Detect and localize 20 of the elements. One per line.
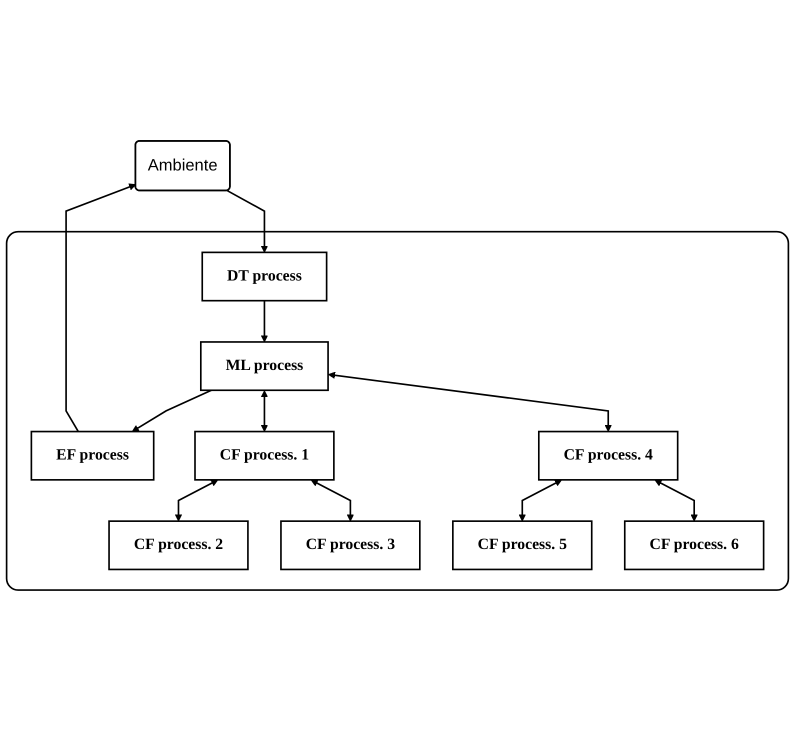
arrow xyxy=(226,190,268,253)
arrow xyxy=(518,480,562,522)
arrow xyxy=(260,390,268,432)
arrow xyxy=(260,300,268,342)
arrow xyxy=(174,480,218,522)
cluster xyxy=(6,230,790,591)
node-box: CF process. 5 xyxy=(452,520,593,570)
arrow xyxy=(65,183,136,432)
node-box: EF process xyxy=(30,430,155,481)
node-box: ML process xyxy=(200,341,329,392)
node-box: DT process xyxy=(201,252,328,302)
node-box: CF process. 3 xyxy=(280,520,421,570)
arrow xyxy=(132,390,212,432)
node-box: CF process. 1 xyxy=(194,430,335,481)
node-box: CF process. 4 xyxy=(538,430,678,481)
node-box: CF process. 6 xyxy=(624,520,764,570)
arrow xyxy=(654,480,698,522)
arrow xyxy=(328,372,612,432)
arrow xyxy=(310,480,354,522)
node-box: CF process. 2 xyxy=(108,520,249,570)
